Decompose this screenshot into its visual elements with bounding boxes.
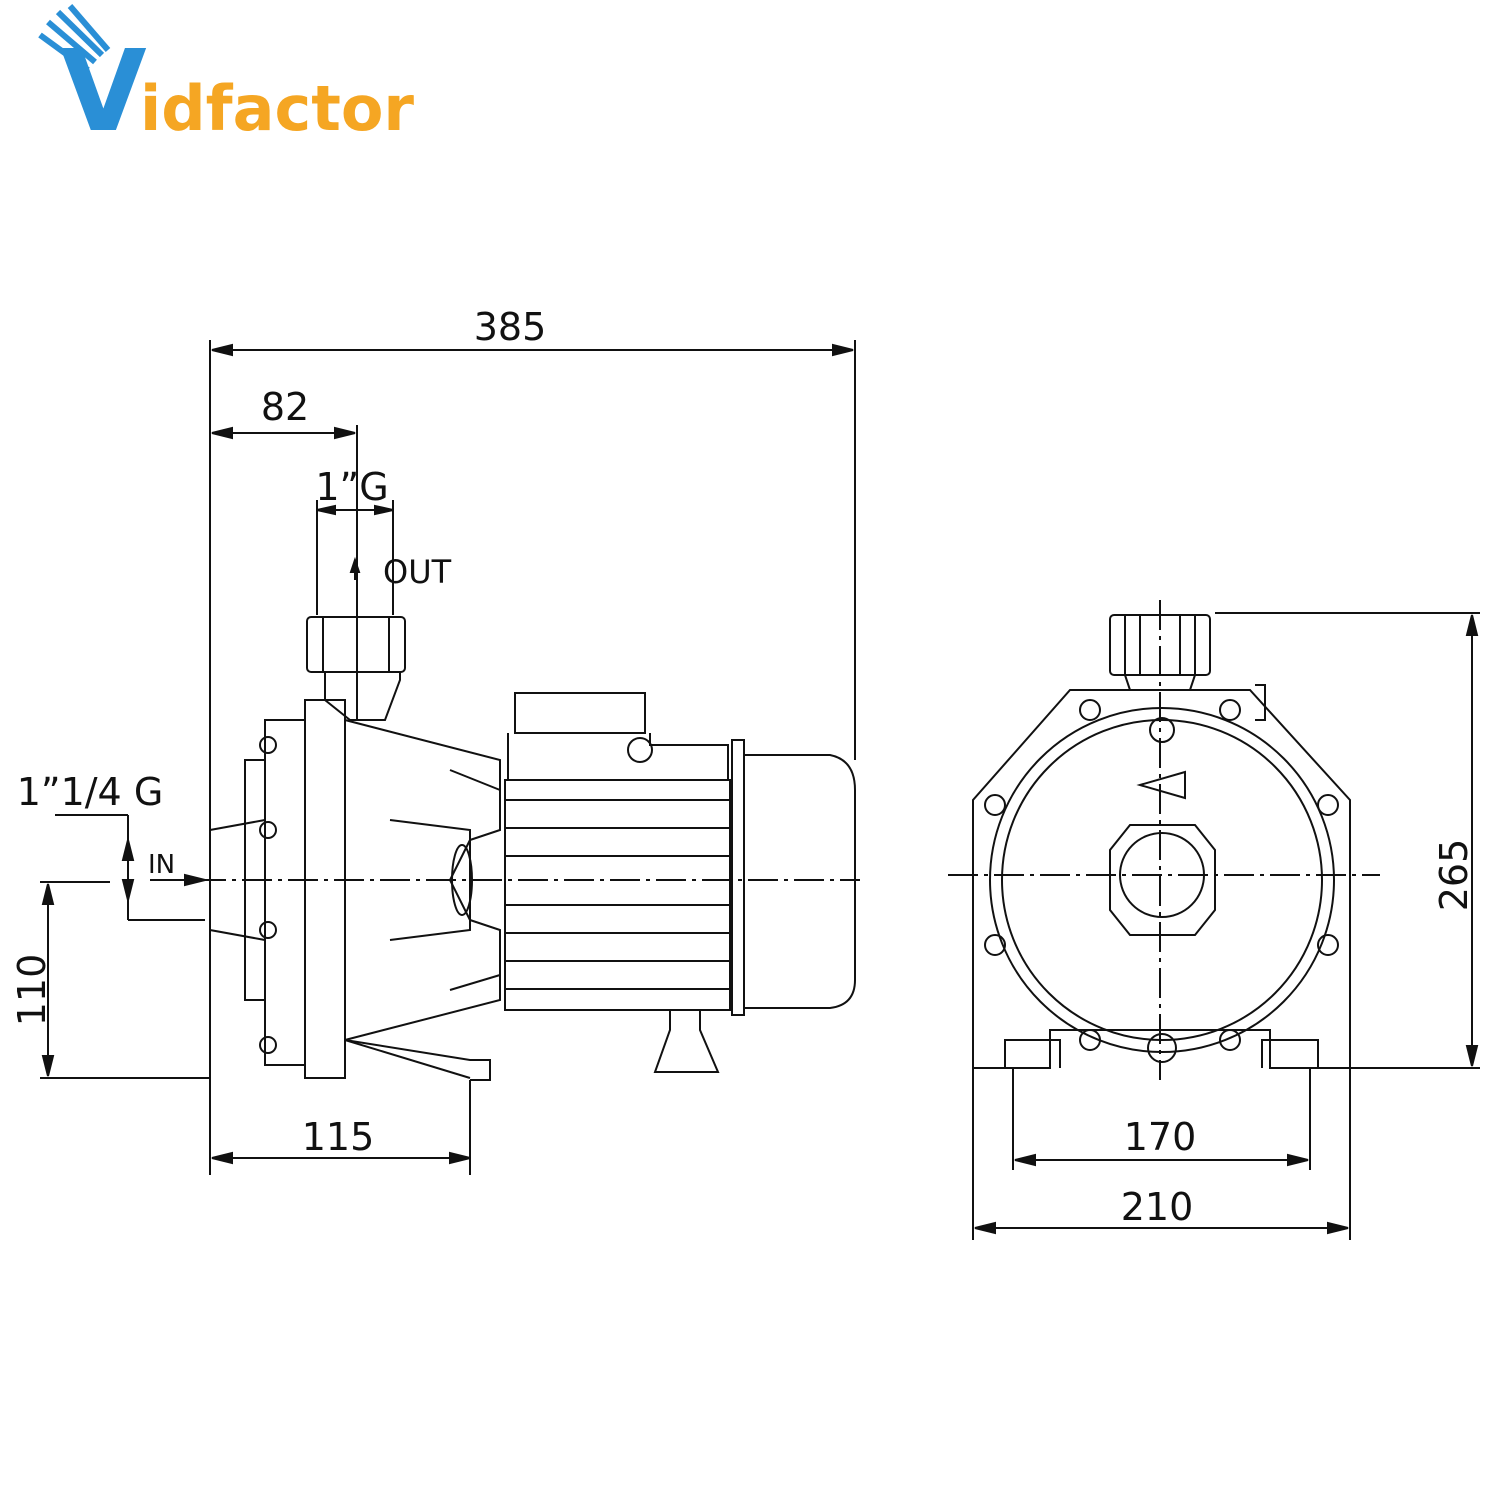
- inlet-label: IN: [148, 850, 175, 880]
- outlet-offset-label: 82: [261, 385, 309, 429]
- axis-height-label: 110: [10, 954, 54, 1027]
- overall-length-label: 385: [474, 305, 547, 349]
- foot-length-label: 115: [302, 1115, 375, 1159]
- logo-text: idfactor: [140, 72, 414, 145]
- foot-hole-spacing-label: 170: [1124, 1115, 1197, 1159]
- side-view: [40, 340, 860, 1175]
- front-view: [948, 600, 1480, 1240]
- outlet-label: OUT: [383, 553, 452, 591]
- logo-letter: V: [60, 27, 147, 157]
- inlet-thread-label: 1”1/4 G: [17, 770, 164, 814]
- outlet-thread-label: 1”G: [315, 465, 388, 509]
- feather-icon: [38, 4, 111, 73]
- total-height-label: 265: [1432, 839, 1476, 912]
- vidfactor-logo: V idfactor: [38, 4, 414, 157]
- base-width-label: 210: [1121, 1185, 1194, 1229]
